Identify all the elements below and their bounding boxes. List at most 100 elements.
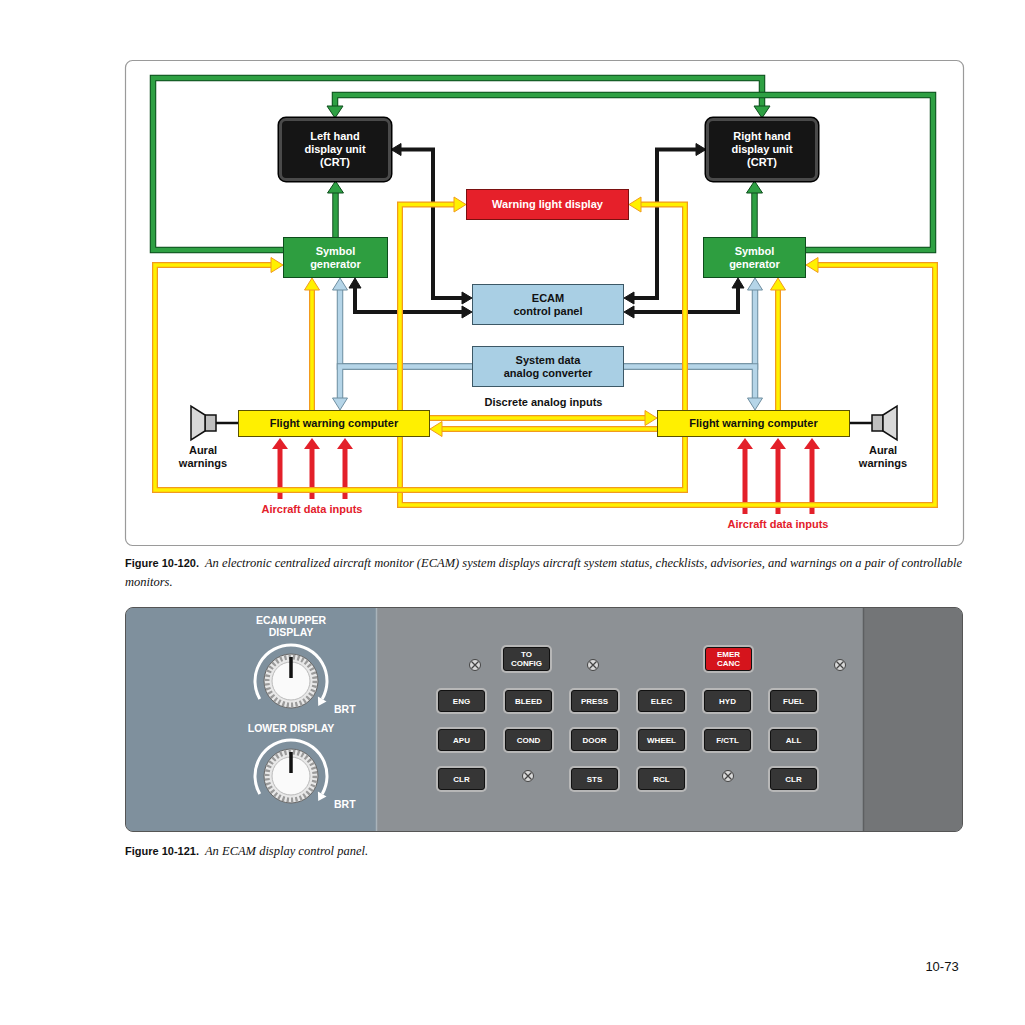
node-label: TO CONFIG xyxy=(506,650,547,668)
screw-slot xyxy=(472,662,479,669)
speaker-symbol xyxy=(872,415,883,431)
display-unit: Left hand display unit (CRT) xyxy=(279,118,391,181)
aural-label: Aural warnings xyxy=(853,444,913,470)
connector-outline xyxy=(400,265,935,505)
panel-button: EMER CANC xyxy=(705,647,752,671)
screw-head xyxy=(835,660,846,671)
node-label: ECAM control panel xyxy=(513,292,583,318)
arrowhead xyxy=(462,306,472,318)
ecam-control-panel: ECAM UPPER DISPLAYBRTLOWER DISPLAYBRTTO … xyxy=(125,607,963,832)
connector-outline xyxy=(639,205,685,411)
connector-outline xyxy=(400,205,456,411)
connector-outline xyxy=(155,265,685,490)
node-label: Symbol generator xyxy=(304,245,367,271)
brightness-knob xyxy=(264,654,318,708)
connector-outline xyxy=(751,191,758,237)
connector-outline xyxy=(624,288,755,367)
connector-line xyxy=(355,286,464,312)
screw-head xyxy=(588,660,599,671)
input-arrow xyxy=(770,438,786,449)
knob-arrow xyxy=(318,697,327,706)
panel-seam xyxy=(376,608,378,831)
arrowhead xyxy=(328,181,344,193)
node-label: CLR xyxy=(441,775,482,784)
flight-warning-computer: Flight warning computer xyxy=(657,410,850,437)
connector-outline xyxy=(440,426,657,432)
panel-button: BLEED xyxy=(505,690,552,712)
arrowhead xyxy=(271,258,283,273)
input-label: Aircraft data inputs xyxy=(693,518,863,531)
node-label: ELEC xyxy=(641,697,682,706)
converter-box: System data analog converter xyxy=(472,346,624,387)
node-label: STS xyxy=(574,775,615,784)
aural-label: Aural warnings xyxy=(173,444,233,470)
node-label: Flight warning computer xyxy=(245,417,423,430)
knob-serration xyxy=(267,657,315,705)
arrowhead xyxy=(696,144,706,156)
arrowhead xyxy=(624,306,634,318)
connector-line xyxy=(400,265,935,505)
panel-marking: LOWER DISPLAY xyxy=(221,722,361,734)
node-label: Left hand display unit (CRT) xyxy=(304,130,366,169)
panel-button: STS xyxy=(571,768,618,790)
panel-seam xyxy=(863,608,865,831)
connector-line xyxy=(153,78,762,250)
connector-line xyxy=(333,191,338,237)
screw xyxy=(470,660,846,782)
panel-button: COND xyxy=(505,729,552,751)
speaker-symbol xyxy=(205,415,216,431)
node-label: PRESS xyxy=(574,697,615,706)
arrowhead xyxy=(430,422,442,437)
panel-button: HYD xyxy=(704,690,751,712)
arrowhead xyxy=(462,292,472,304)
display-unit: Right hand display unit (CRT) xyxy=(706,118,818,181)
connector xyxy=(747,181,763,237)
screw-slot xyxy=(725,773,732,780)
node-label: DOOR xyxy=(574,736,615,745)
screw-head xyxy=(723,771,734,782)
connector-line xyxy=(624,288,755,367)
input-arrow xyxy=(272,438,288,449)
node-label: Flight warning computer xyxy=(664,417,843,430)
speaker-symbol xyxy=(191,406,205,440)
panel-artwork xyxy=(126,608,962,831)
arrowhead xyxy=(629,197,641,212)
figure-number: Figure 10-121. xyxy=(125,845,199,857)
arrowhead xyxy=(645,411,657,426)
screw-slot xyxy=(525,773,532,780)
arrowhead xyxy=(327,106,343,118)
screw-head xyxy=(470,660,481,671)
node-label: BLEED xyxy=(508,697,549,706)
arrowhead xyxy=(454,197,466,212)
connector xyxy=(153,78,770,250)
arrowhead xyxy=(806,258,818,273)
arrowhead xyxy=(771,278,786,290)
speaker-symbol xyxy=(883,406,897,440)
node-label: Warning light display xyxy=(473,198,622,211)
panel-marking: BRT xyxy=(334,703,364,715)
panel-button: CLR xyxy=(770,768,817,790)
connector xyxy=(430,422,657,437)
panel-button: DOOR xyxy=(571,729,618,751)
arrowhead xyxy=(305,278,320,290)
arrowhead xyxy=(333,278,348,290)
caption-block: Figure 10-120.An electronic centralized … xyxy=(125,553,965,591)
arrowhead xyxy=(391,144,401,156)
panel-section xyxy=(376,608,863,831)
input-arrow xyxy=(804,438,820,449)
connector xyxy=(327,95,933,250)
panel-button: WHEEL xyxy=(638,729,685,751)
connector-outline xyxy=(332,191,339,237)
connector-line xyxy=(310,288,314,410)
node-label: HYD xyxy=(707,697,748,706)
knob-pointer xyxy=(289,752,293,773)
node-label: RCL xyxy=(641,775,682,784)
panel-button: CLR xyxy=(438,768,485,790)
panel-button: ENG xyxy=(438,690,485,712)
panel-marking: ECAM UPPER DISPLAY xyxy=(243,614,339,638)
connector-line xyxy=(639,205,685,411)
symbol-generator: Symbol generator xyxy=(283,237,388,278)
connector-outline xyxy=(309,288,315,410)
arrowhead xyxy=(748,278,763,290)
